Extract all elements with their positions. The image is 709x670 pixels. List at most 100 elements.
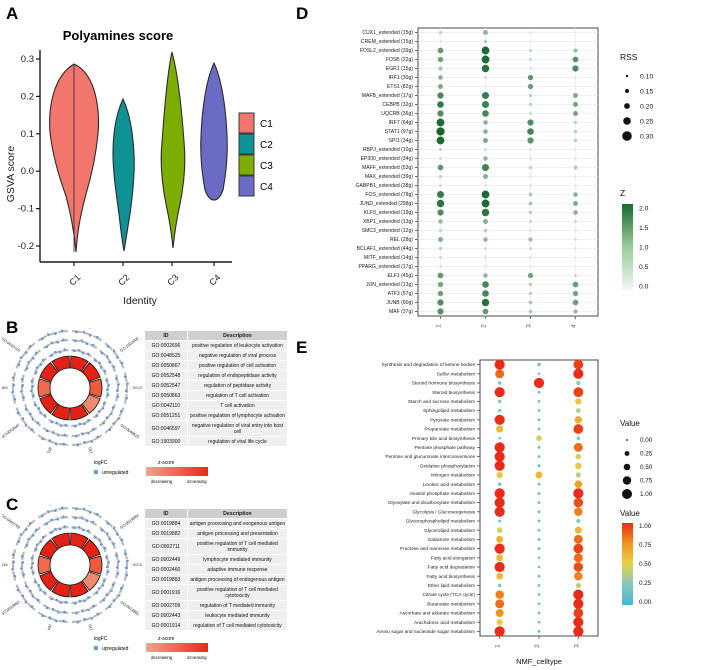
- panel-d-row-label: UQCRB (36g): [381, 111, 413, 117]
- panel-d-dot: [528, 201, 533, 206]
- circos-gene-dot: [48, 616, 52, 619]
- panel-d-dot: [436, 118, 445, 127]
- panel-d-rss-legend-label: 0.25: [640, 118, 653, 125]
- circos-track-arc: [104, 425, 114, 434]
- panel-d-dot: [527, 74, 534, 81]
- cell-description: regulation of T cell activation: [186, 390, 289, 402]
- panel-c-circos-plot: GO:0001914GO:0019884GO:0002711GO:0019882…: [2, 505, 142, 630]
- panel-e-dot: [573, 359, 584, 370]
- col-header-id: ID: [144, 329, 188, 342]
- panel-d-dot: [574, 247, 577, 250]
- panel-e-dot: [573, 626, 584, 637]
- panel-e-dot: [575, 453, 582, 460]
- panel-d-row-label: BCLAF1_extended (44g): [357, 246, 414, 252]
- panel-c-zscore-title: z-score: [158, 636, 175, 642]
- panel-d-dot: [573, 48, 578, 53]
- circos-gene-dot: [39, 411, 42, 415]
- cell-id: GO:0002443: [144, 610, 188, 622]
- panel-d-dot: [437, 164, 444, 171]
- circos-gene-dot: [95, 591, 99, 595]
- circos-gene-dot: [35, 366, 39, 369]
- logfc-dot-icon: [93, 645, 99, 651]
- circos-gene-dot: [46, 510, 50, 513]
- panel-d-dot: [438, 75, 443, 80]
- panel-d-dot: [574, 76, 577, 79]
- panel-e-dot: [537, 491, 541, 495]
- circos-gene-dot: [28, 522, 32, 525]
- circos-gene-dot: [105, 355, 109, 358]
- panel-d-row-label: KLF9_extended (19g): [364, 210, 414, 216]
- panel-e-row-label: Butanoate metabolism: [427, 601, 475, 607]
- panel-d-x-tick-label: 3: [526, 324, 533, 328]
- panel-d-dot: [438, 228, 443, 233]
- panel-d-dot: [529, 31, 532, 34]
- circos-gene-dot: [112, 542, 116, 546]
- cell-description: regulation of T cell mediated cytotoxici…: [186, 620, 289, 632]
- panel-d-rss-legend-dot: [623, 117, 631, 125]
- circos-gene-dot: [102, 421, 106, 425]
- panel-d-dot: [481, 298, 490, 307]
- panel-d-dot: [482, 290, 489, 297]
- circos-gene-dot: [43, 414, 47, 417]
- circos-label: GO:0051251: [42, 328, 54, 329]
- panel-d-row-label: SPI1 (34g): [389, 138, 414, 144]
- circos-label: GO:0002449: [87, 624, 99, 630]
- circos-gene-dot: [97, 410, 101, 413]
- panel-e-dot: [574, 416, 582, 424]
- circos-gene-dot: [45, 522, 48, 526]
- panel-d-dot: [438, 66, 443, 71]
- panel-a-violin-plot: Polyamines score 0.3 0.2 0.1 0.0 -0.1 -0…: [0, 14, 260, 314]
- panel-e-dot: [537, 584, 541, 587]
- cell-id: GO:1903900: [144, 436, 188, 448]
- legend-label-c1: C1: [260, 119, 273, 130]
- circos-gene-dot: [116, 572, 120, 575]
- circos-gene-dot: [19, 533, 23, 536]
- panel-e-dot: [537, 547, 541, 550]
- circos-gene-dot: [41, 514, 44, 518]
- circos-gene-dot: [90, 617, 94, 620]
- circos-gene-dot: [78, 422, 81, 426]
- circos-gene-dot: [82, 529, 85, 532]
- panel-d-dot: [483, 237, 488, 242]
- circos-gene-dot: [56, 518, 60, 521]
- circos-gene-dot: [24, 407, 28, 411]
- circos-gene-dot: [80, 339, 83, 342]
- circos-gene-dot: [22, 573, 26, 576]
- circos-gene-dot: [30, 605, 34, 608]
- panel-d-dot: [483, 129, 488, 134]
- circos-gene-dot: [99, 366, 103, 369]
- circos-gene-dot: [45, 345, 48, 349]
- panel-e-dot: [497, 482, 502, 487]
- panel-e-size-legend-label: 0.50: [640, 464, 653, 471]
- circos-gene-dot: [41, 437, 44, 441]
- circos-label: GO:0002709: [2, 513, 21, 530]
- circos-gene-dot: [41, 614, 44, 618]
- cell-description: negative regulation of viral entry into …: [186, 420, 289, 438]
- panel-e-row-label: Steroid biosynthesis: [432, 390, 476, 396]
- cell-id: GO:0050863: [144, 390, 188, 402]
- circos-gene-dot: [39, 363, 43, 366]
- panel-a-ytick: 0.1: [21, 129, 34, 140]
- circos-gene-dot: [117, 417, 121, 420]
- circos-gene-dot: [55, 442, 58, 446]
- panel-d-dot: [573, 201, 578, 206]
- panel-e-dot: [494, 543, 505, 554]
- panel-d-rss-legend-dot: [622, 131, 632, 141]
- circos-gene-dot: [30, 566, 33, 570]
- panel-a-title: Polyamines score: [63, 28, 174, 43]
- panel-e-dot: [537, 593, 541, 596]
- circos-gene-dot: [120, 361, 124, 365]
- circos-label: GO:0048525: [119, 422, 140, 439]
- circos-gene-dot: [34, 371, 38, 374]
- circos-gene-dot: [125, 574, 129, 577]
- circos-gene-dot: [107, 383, 110, 387]
- circos-gene-dot: [111, 406, 115, 409]
- panel-d-z-legend-label: 0.5: [639, 264, 649, 271]
- cell-description: positive regulation of cell activation: [186, 360, 289, 372]
- circos-label: GO:0002443: [42, 505, 54, 506]
- panel-e-dot: [498, 436, 501, 440]
- circos-gene-dot: [25, 544, 29, 547]
